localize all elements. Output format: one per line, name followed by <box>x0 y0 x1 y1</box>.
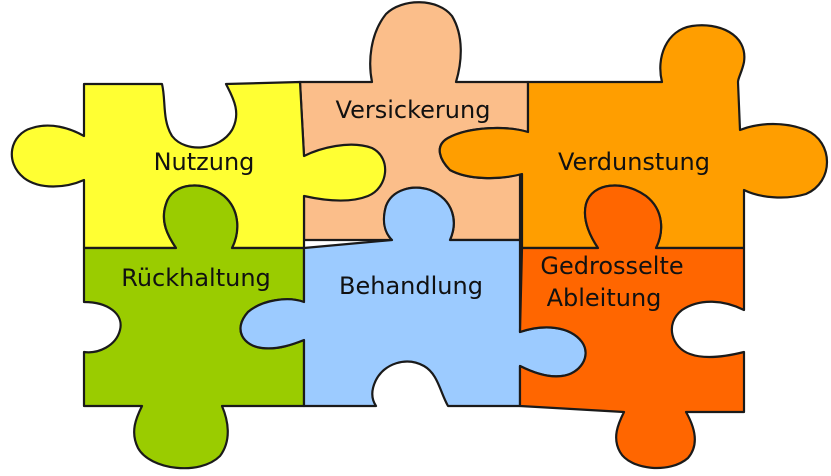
nutzung-piece-shape <box>10 80 387 250</box>
piece-label-rueckhaltung: Rückhaltung <box>121 264 271 292</box>
piece-label-gedrosselte: Gedrosselte <box>540 252 683 280</box>
piece-label-verdunstung: Verdunstung <box>558 148 710 176</box>
piece-label-nutzung: Nutzung <box>154 148 255 176</box>
puzzle-piece-behandlung: Behandlung <box>239 186 587 408</box>
gedrosselte-piece-shape <box>518 184 746 470</box>
puzzle-piece-gedrosselte-ableitung: Gedrosselte Ableitung <box>518 184 746 470</box>
puzzle-piece-verdunstung: Verdunstung <box>438 24 828 250</box>
piece-label-ableitung: Ableitung <box>547 284 662 312</box>
puzzle-piece-nutzung: Nutzung <box>10 80 387 250</box>
verdunstung-piece-shape <box>438 24 828 250</box>
piece-label-versickerung: Versickerung <box>336 96 491 124</box>
puzzle-piece-rueckhaltung: Rückhaltung <box>82 184 306 470</box>
piece-label-behandlung: Behandlung <box>339 272 483 300</box>
